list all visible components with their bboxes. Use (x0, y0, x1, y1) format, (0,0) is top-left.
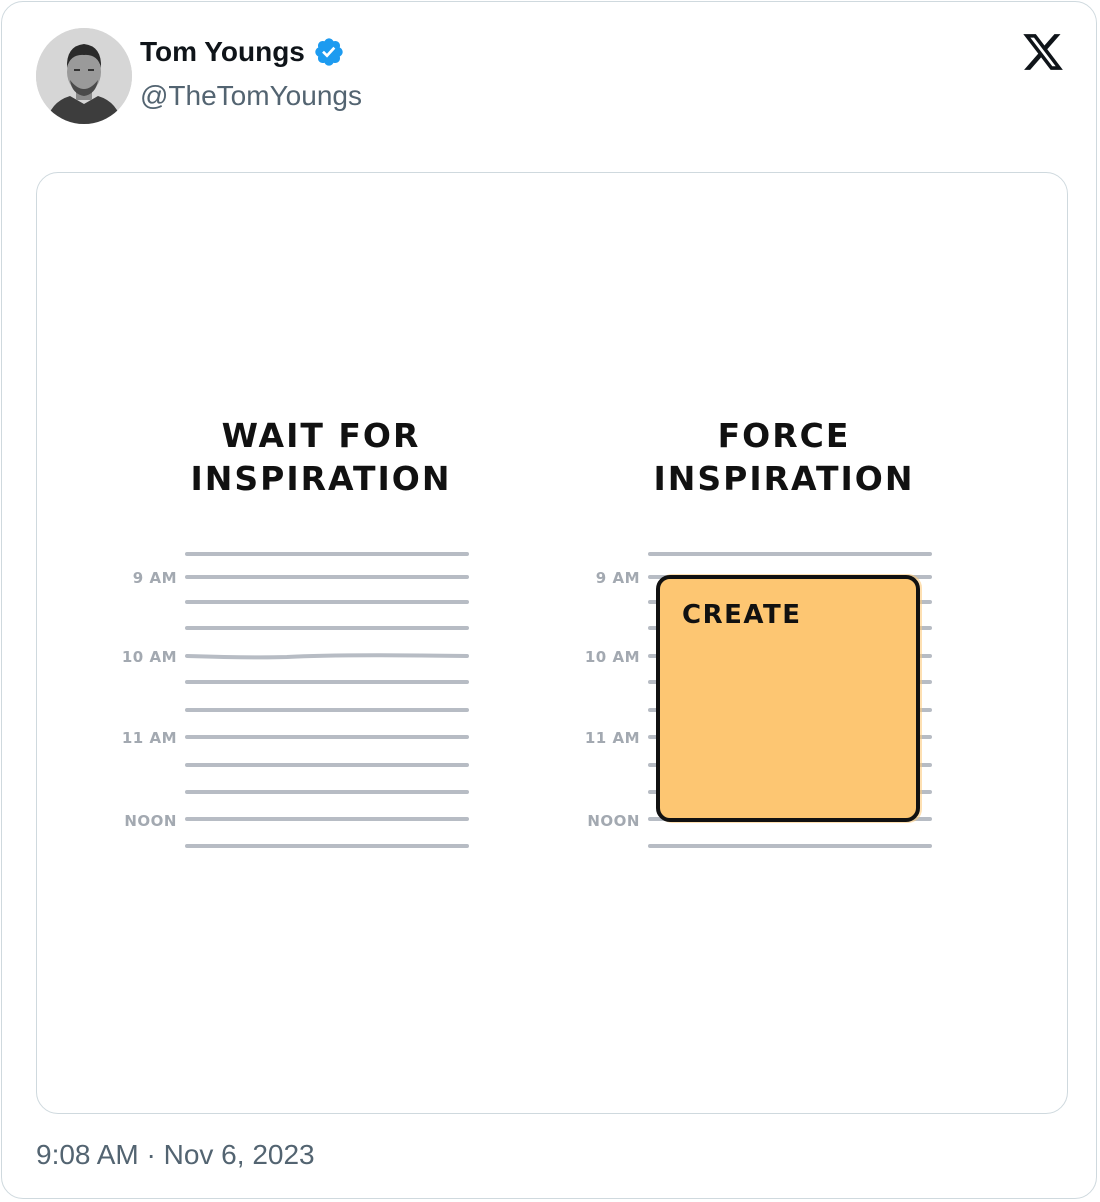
tweet-media[interactable]: WAIT FOR INSPIRATION 9 AM 10 AM 11 AM NO… (36, 172, 1068, 1114)
right-time-label-9am: 9 AM (596, 569, 640, 587)
tweet-timestamp[interactable]: 9:08 AM · Nov 6, 2023 (36, 1139, 315, 1170)
author-name[interactable]: Tom Youngs (140, 36, 345, 68)
x-logo-icon[interactable] (1020, 30, 1066, 74)
right-time-label-11am: 11 AM (585, 729, 640, 747)
left-time-label-9am: 9 AM (133, 569, 177, 587)
author-handle[interactable]: @TheTomYoungs (140, 80, 362, 111)
illustration: WAIT FOR INSPIRATION 9 AM 10 AM 11 AM NO… (122, 416, 932, 848)
avatar-image (36, 28, 132, 124)
avatar[interactable] (36, 28, 132, 124)
create-block-label: CREATE (682, 600, 801, 630)
create-block: CREATE (656, 574, 922, 823)
author-name-text: Tom Youngs (140, 36, 305, 67)
left-title-line2: INSPIRATION (191, 459, 452, 498)
left-time-label-11am: 11 AM (122, 729, 177, 747)
left-schedule-lines (185, 552, 469, 848)
right-time-label-noon: NOON (587, 812, 640, 830)
verified-badge-icon (315, 38, 343, 66)
left-time-label-noon: NOON (124, 812, 177, 830)
right-title-line1: FORCE (718, 416, 851, 455)
right-title-line2: INSPIRATION (654, 459, 915, 498)
create-block-box (656, 575, 920, 822)
right-time-label-10am: 10 AM (585, 648, 640, 666)
schedule-line (185, 653, 469, 660)
left-title-line1: WAIT FOR (222, 416, 421, 455)
left-time-label-10am: 10 AM (122, 648, 177, 666)
